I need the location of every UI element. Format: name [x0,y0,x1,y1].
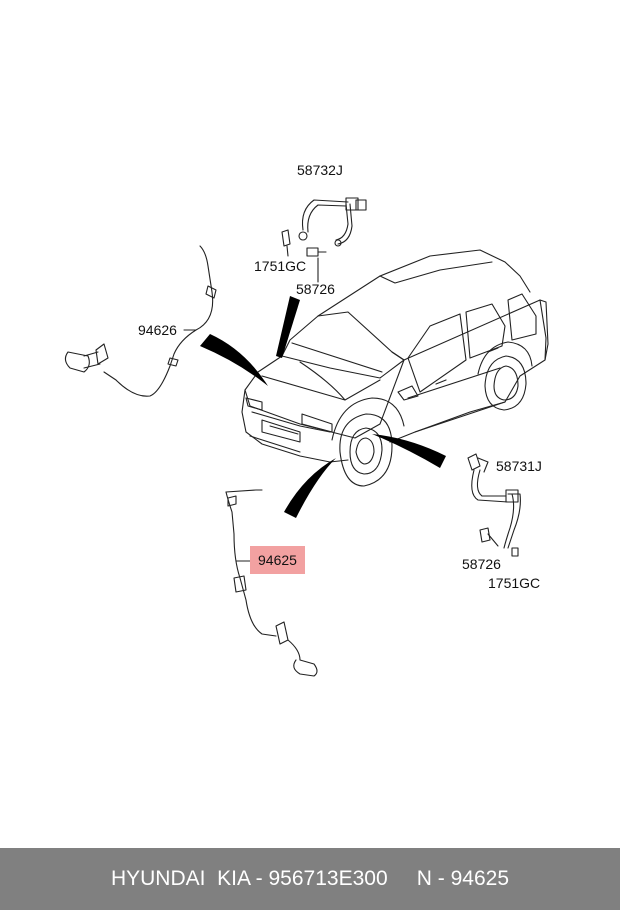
wedge-to-hose-top [276,296,300,358]
callout-94625-highlight: 94625 [250,546,305,574]
pointer-wedges [200,296,446,518]
sensor-cable-94625 [225,489,318,677]
callout-1751gc-lower: 1751GC [488,575,541,591]
vehicle-illustration [241,249,549,487]
sensor-cable-94626 [64,245,217,397]
callout-58732j: 58732J [297,162,343,178]
brake-hose-58731j [467,453,521,549]
part-number-footer: HYUNDAI KIA - 956713E300 N - 94625 [0,848,620,910]
wedge-to-hose-right [372,434,446,468]
brake-hose-58732j [298,197,367,247]
wedge-to-front-sensor [200,334,268,386]
callout-94626: 94626 [138,322,177,338]
clip-1751gc-top [281,229,291,257]
bolt-58726-lower [479,527,499,547]
clip-1751gc-lower [511,547,519,557]
footer-text: HYUNDAI KIA - 956713E300 N - 94625 [110,867,510,890]
parts-diagram [64,197,549,677]
callout-58731j: 58731J [496,458,542,474]
callout-58726-top: 58726 [296,281,335,297]
wedge-to-sensor-bottom [284,458,336,518]
callout-58726-lower: 58726 [462,556,501,572]
bolt-58726-top [306,247,327,281]
callout-1751gc-top: 1751GC [254,258,307,274]
